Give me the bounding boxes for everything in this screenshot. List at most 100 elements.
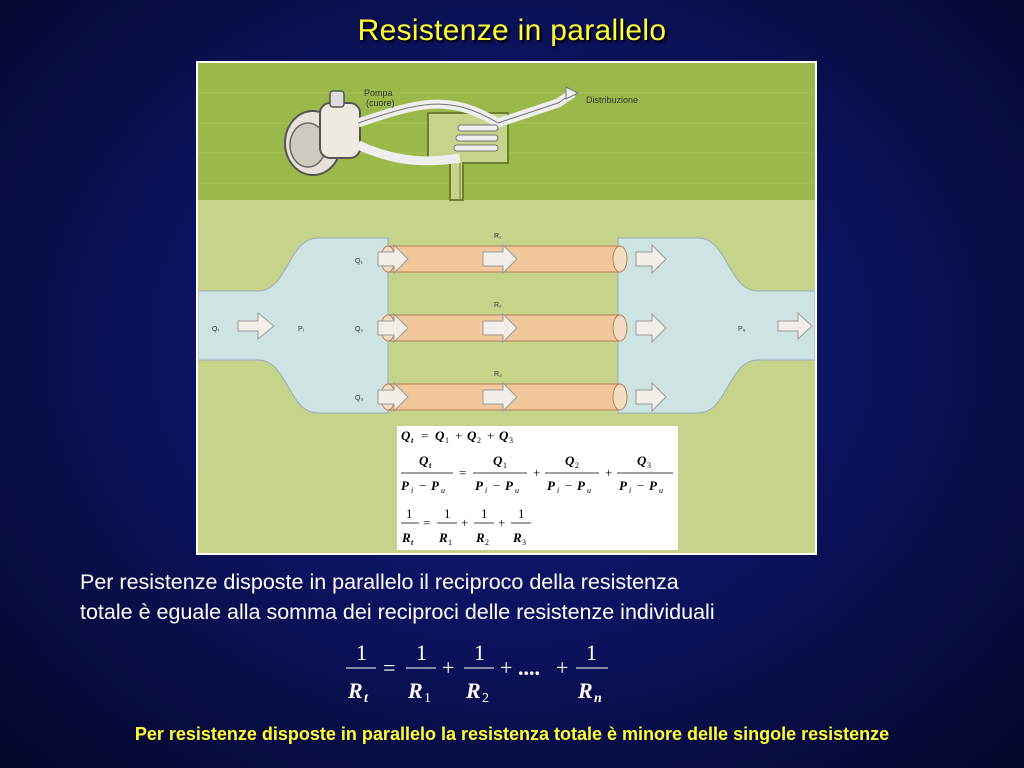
eq2-num-3-sub: 3 xyxy=(647,461,651,470)
svg-text:R: R xyxy=(512,530,522,545)
eq1-plus2: + xyxy=(487,428,494,443)
big-eq-plus-2: + xyxy=(500,655,512,680)
svg-text:P: P xyxy=(505,478,514,493)
big-eq-num-2: 1 xyxy=(416,640,427,665)
eq1-t3-sub: 3 xyxy=(509,436,513,445)
conclusion-text: Per resistenze disposte in parallelo la … xyxy=(134,724,890,744)
eq1-lhs-sub: t xyxy=(411,436,414,445)
big-eq-plus-3: + xyxy=(556,655,568,680)
big-eq-den-t-sub: t xyxy=(364,691,369,706)
eq2-num-t-sub: t xyxy=(429,461,432,470)
explanation-text: Per resistenze disposte in parallelo il … xyxy=(80,567,960,627)
svg-text:+: + xyxy=(461,515,468,530)
big-eq-den-1: R xyxy=(407,678,423,703)
figure-svg: Pompa (cuore) Distribuzione xyxy=(198,63,815,553)
eq3: 1 1 1 1 = + + R t R 1 R 2 R xyxy=(401,506,531,547)
svg-text:i: i xyxy=(411,486,413,495)
svg-text:P: P xyxy=(475,478,484,493)
eq1-t2: Q xyxy=(467,428,477,443)
distribution-arrow-icon xyxy=(565,86,580,100)
eq2-num-3: Q xyxy=(637,453,647,468)
svg-text:1: 1 xyxy=(444,506,451,521)
svg-text:−: − xyxy=(493,478,500,493)
big-eq-den-n-sub: n xyxy=(594,691,602,706)
pump-label: Pompa xyxy=(364,88,393,98)
big-eq-den-t: R xyxy=(347,678,363,703)
pump-icon xyxy=(284,90,361,176)
svg-text:+: + xyxy=(498,515,505,530)
reciprocal-sum-equation: 1 1 1 1 = + + .... + R t R 1 R 2 R n xyxy=(336,638,626,715)
svg-text:R: R xyxy=(438,530,448,545)
explanation-line-1: Per resistenze disposte in parallelo il … xyxy=(80,570,679,594)
svg-text:P: P xyxy=(547,478,556,493)
right-vessel xyxy=(617,237,815,414)
equations-box: Q t = Q 1 + Q 2 + Q 3 Q Q Q Q t 1 2 3 xyxy=(397,426,678,550)
svg-text:i: i xyxy=(629,486,631,495)
eq1-t1-sub: 1 xyxy=(445,436,449,445)
svg-text:2: 2 xyxy=(485,538,489,547)
small-parallel-tubes xyxy=(453,124,499,152)
eq2-plus1: + xyxy=(533,465,540,480)
svg-text:3: 3 xyxy=(522,538,526,547)
flow-arrows xyxy=(237,243,813,413)
svg-text:u: u xyxy=(441,486,445,495)
eq1-equals: = xyxy=(421,428,428,443)
left-vessel xyxy=(198,237,389,414)
big-eq-num-4: 1 xyxy=(586,640,597,665)
eq2-num-2: Q xyxy=(565,453,575,468)
svg-text:i: i xyxy=(485,486,487,495)
big-eq-ellipsis: .... xyxy=(518,655,540,680)
big-eq-plus-1: + xyxy=(442,655,454,680)
q2-label: Q₂ xyxy=(355,326,363,333)
return-pipe xyxy=(356,140,461,166)
eq2-num-t: Q xyxy=(419,453,429,468)
distribution-label: Distribuzione xyxy=(586,95,638,105)
eq2-plus2: + xyxy=(605,465,612,480)
svg-text:=: = xyxy=(423,515,430,530)
eq2-denominators: P i − P u P i − P u P i − P xyxy=(401,478,663,495)
q3-label: Q₃ xyxy=(355,395,363,402)
big-eq-den-1-sub: 1 xyxy=(424,691,431,706)
eq2-equals: = xyxy=(459,465,466,480)
svg-text:i: i xyxy=(557,486,559,495)
eq2-num-1: Q xyxy=(493,453,503,468)
qt-label: Qₜ xyxy=(212,326,220,333)
slide-title: Resistenze in parallelo xyxy=(357,14,667,47)
big-eq-den-n: R xyxy=(577,678,593,703)
svg-text:1: 1 xyxy=(448,538,452,547)
svg-text:P: P xyxy=(431,478,440,493)
eq1-plus1: + xyxy=(455,428,462,443)
svg-text:1: 1 xyxy=(481,506,488,521)
pi-label: Pᵢ xyxy=(298,326,304,333)
svg-text:−: − xyxy=(419,478,426,493)
eq2-num-2-sub: 2 xyxy=(575,461,579,470)
svg-text:R: R xyxy=(475,530,485,545)
svg-text:u: u xyxy=(659,486,663,495)
big-eq-num-3: 1 xyxy=(474,640,485,665)
svg-text:u: u xyxy=(515,486,519,495)
big-eq-num-1: 1 xyxy=(356,640,367,665)
q1-label: Q₁ xyxy=(355,258,363,265)
pump-sublabel: (cuore) xyxy=(366,98,395,108)
eq1-lhs: Q xyxy=(401,428,411,443)
svg-text:−: − xyxy=(637,478,644,493)
svg-text:t: t xyxy=(411,538,414,547)
eq2-num-1-sub: 1 xyxy=(503,461,507,470)
pu-label: Pᵤ xyxy=(738,326,746,333)
equations-svg: Q t = Q 1 + Q 2 + Q 3 Q Q Q Q t 1 2 3 xyxy=(401,428,673,547)
r3-label: R₃ xyxy=(494,371,502,378)
svg-text:P: P xyxy=(619,478,628,493)
svg-text:1: 1 xyxy=(406,506,413,521)
svg-text:P: P xyxy=(577,478,586,493)
svg-text:P: P xyxy=(401,478,410,493)
svg-text:P: P xyxy=(649,478,658,493)
parallel-resistance-figure: Pompa (cuore) Distribuzione xyxy=(196,61,817,555)
svg-text:1: 1 xyxy=(518,506,525,521)
big-eq-equals: = xyxy=(383,655,395,680)
explanation-line-2: totale è eguale alla somma dei reciproci… xyxy=(80,600,715,624)
eq1-t3: Q xyxy=(499,428,509,443)
r2-label: R₂ xyxy=(494,302,502,309)
svg-text:u: u xyxy=(587,486,591,495)
big-eq-den-2: R xyxy=(465,678,481,703)
big-equation-svg: 1 1 1 1 = + + .... + R t R 1 R 2 R n xyxy=(346,640,608,706)
